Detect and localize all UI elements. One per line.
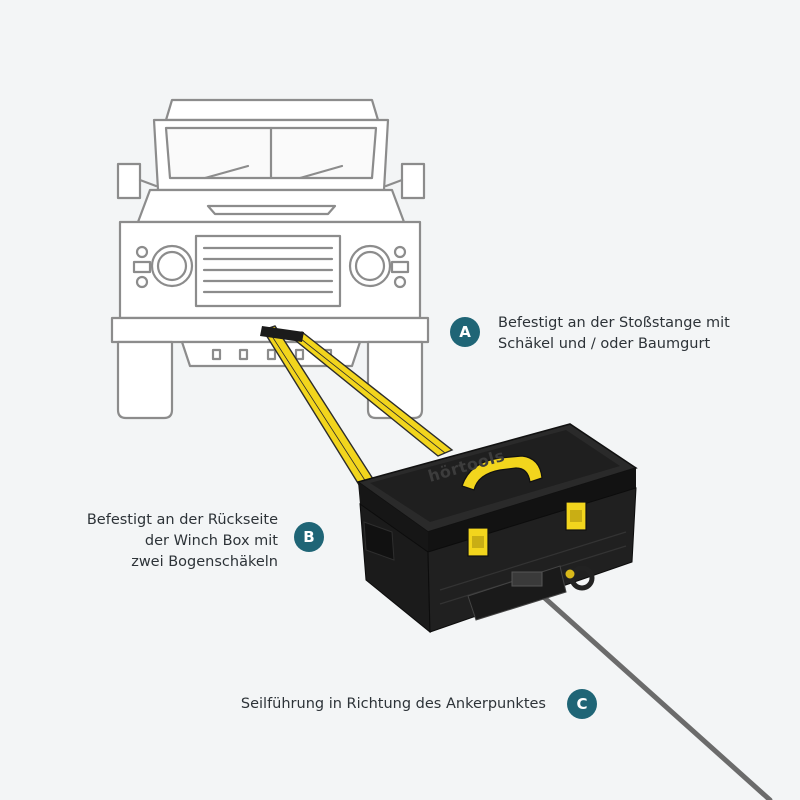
latch-right xyxy=(565,501,587,531)
callout-a-text: Befestigt an der Stoßstange mit Schäkel … xyxy=(498,315,730,352)
callout-b-text: Befestigt an der Rückseite der Winch Box… xyxy=(86,512,278,570)
callout-a-badge: A xyxy=(450,317,480,347)
callout-c-text: Seilführung in Richtung des Ankerpunktes xyxy=(240,696,546,712)
callout-b: B xyxy=(294,522,324,552)
vehicle-outline xyxy=(110,98,430,420)
winch-box xyxy=(356,423,638,634)
callout-b-badge: B xyxy=(294,522,324,552)
callout-a: A xyxy=(450,317,480,347)
latch-left xyxy=(467,527,489,557)
winch-rope xyxy=(535,589,773,800)
callout-c: C xyxy=(567,689,597,719)
tow-straps xyxy=(260,325,454,489)
callout-c-badge: C xyxy=(567,689,597,719)
